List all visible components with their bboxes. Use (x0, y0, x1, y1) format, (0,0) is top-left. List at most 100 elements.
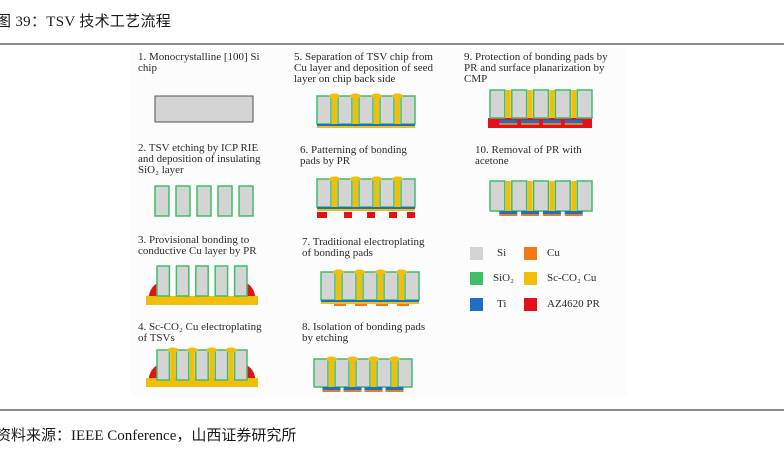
step-9-ti-pad (564, 120, 583, 123)
step-3-line-2: conductive Cu layer by PR (138, 245, 257, 257)
step-4-label: 4. Sc-CO₂ Cu electroplating of TSVs (138, 322, 262, 344)
step-7-line-1: 7. Traditional electroplating (302, 236, 425, 248)
legend-label-sio2: SiO₂ (493, 272, 514, 284)
step-10-cu-pad (564, 214, 583, 216)
legend-item-sio2: SiO₂ (470, 271, 514, 285)
legend-item-si: Si (470, 246, 506, 260)
step-5-si-block (358, 95, 374, 125)
step-9-ti-pad (521, 120, 540, 123)
step-5-cu-seed (317, 126, 415, 128)
step-9-pr-layer (488, 118, 592, 128)
step-10-ti-pad (542, 211, 561, 214)
step-6-si-block (358, 178, 374, 208)
step-10-si-block (576, 180, 593, 212)
step-3-label: 3. Provisional bonding to conductive Cu … (138, 235, 257, 257)
legend-swatch-az4620-pr (524, 297, 537, 311)
step-8-via-cap (368, 356, 379, 362)
step-9-via-cu (571, 90, 577, 118)
step-7-via-cu (336, 272, 341, 300)
step-2-line-1: 2. TSV etching by ICP RIE (138, 142, 259, 154)
step-5-via-cap (371, 93, 382, 99)
step-2-si-block (175, 185, 191, 217)
step-5-si-block (400, 95, 416, 125)
step-8-via-cu (371, 359, 376, 387)
step-3-si-block (195, 265, 209, 297)
step-9-via-cu (505, 90, 511, 118)
step-8-si-block (355, 358, 371, 388)
step-8-ti-pad (385, 387, 404, 390)
step-6-pr-pattern (389, 212, 397, 218)
step-4-cu-layer (146, 378, 258, 387)
step-1-label: 1. Monocrystalline [100] Si chip (138, 52, 260, 74)
step-1-si-chip (154, 95, 254, 123)
step-6-via-cap (392, 176, 403, 182)
step-10-si-block (554, 180, 571, 212)
step-2-line-2: and deposition of insulating (138, 153, 261, 165)
step-7-via-cu (399, 272, 404, 300)
step-6-si-block (316, 178, 332, 208)
tsv-process-diagram: 1. Monocrystalline [100] Si chip 2. TSV … (130, 46, 627, 396)
step-7-cu-seed (321, 302, 419, 304)
step-7-via-cu (357, 272, 362, 300)
step-8-line-1: 8. Isolation of bonding pads (302, 321, 426, 333)
step-7-si-block (320, 271, 336, 301)
step-8-cu-pad (343, 390, 362, 392)
step-9-cu-pad (521, 123, 540, 125)
step-3-line-1: 3. Provisional bonding to (138, 234, 250, 246)
figure-title: 图 39：TSV 技术工艺流程 (0, 14, 172, 30)
legend-label-az4620-pr: AZ4620 PR (547, 298, 600, 310)
step-5-via-cu (332, 96, 337, 124)
step-9-cu-pad (499, 123, 518, 125)
step-6-si-block (400, 178, 416, 208)
step-9-si-block (576, 89, 593, 119)
step-8-via-cap (389, 356, 400, 362)
step-9-line-1: 9. Protection of bonding pads by (464, 51, 608, 63)
step-4-si-block (156, 349, 171, 381)
step-10-si-block (511, 180, 528, 212)
legend-label-cu: Cu (547, 247, 560, 259)
step-8-si-block (334, 358, 350, 388)
step-10-via-cu (571, 181, 577, 211)
step-4-si-block (175, 349, 190, 381)
step-9-line-3: CMP (464, 73, 488, 85)
legend-swatch-si (470, 246, 483, 260)
step-9-si-block (532, 89, 550, 119)
step-10-ti-pad (564, 211, 583, 214)
step-5-via-cap (329, 93, 340, 99)
step-9-ti-pad (499, 120, 518, 123)
step-4-via-cap (225, 347, 237, 353)
step-8-si-block (376, 358, 392, 388)
step-8-via-cu (392, 359, 397, 387)
step-4-via-cu (189, 350, 195, 380)
step-10-si-block (532, 180, 550, 212)
step-2-line-3: SiO₂ layer (138, 164, 184, 176)
step-4-via-cap (206, 347, 218, 353)
legend-swatch-ti (470, 297, 483, 311)
step-7-si-block (404, 271, 420, 301)
step-6-pr-pattern (344, 212, 352, 218)
step-7-si-block (362, 271, 378, 301)
step-4-via-cu (170, 350, 176, 380)
step-4-via-cu (228, 350, 234, 380)
step-5-via-cu (395, 96, 400, 124)
step-8-label: 8. Isolation of bonding pads by etching (302, 322, 425, 344)
step-6-via-cu (332, 179, 337, 207)
step-7-via-cu (378, 272, 383, 300)
step-8-cu-pad (322, 390, 341, 392)
step-4-si-block (214, 349, 229, 381)
step-10-label: 10. Removal of PR with acetone (475, 145, 582, 167)
step-5-si-block (316, 95, 332, 125)
step-3-si-block (233, 265, 248, 297)
step-7-via-cap (333, 269, 344, 275)
step-10-ti-pad (499, 211, 518, 214)
legend-item-sc-co2-cu: Sc-CO₂ Cu (524, 271, 596, 285)
step-7-ti-seed (321, 300, 419, 302)
step-4-si-block (195, 349, 209, 381)
step-4-via-cap (167, 347, 179, 353)
step-9-si-block (511, 89, 528, 119)
step-5-via-cu (353, 96, 358, 124)
step-4-si-block (233, 349, 248, 381)
step-4-line-2: of TSVs (138, 332, 175, 344)
step-9-si-block (554, 89, 571, 119)
step-8-si-block (397, 358, 413, 388)
